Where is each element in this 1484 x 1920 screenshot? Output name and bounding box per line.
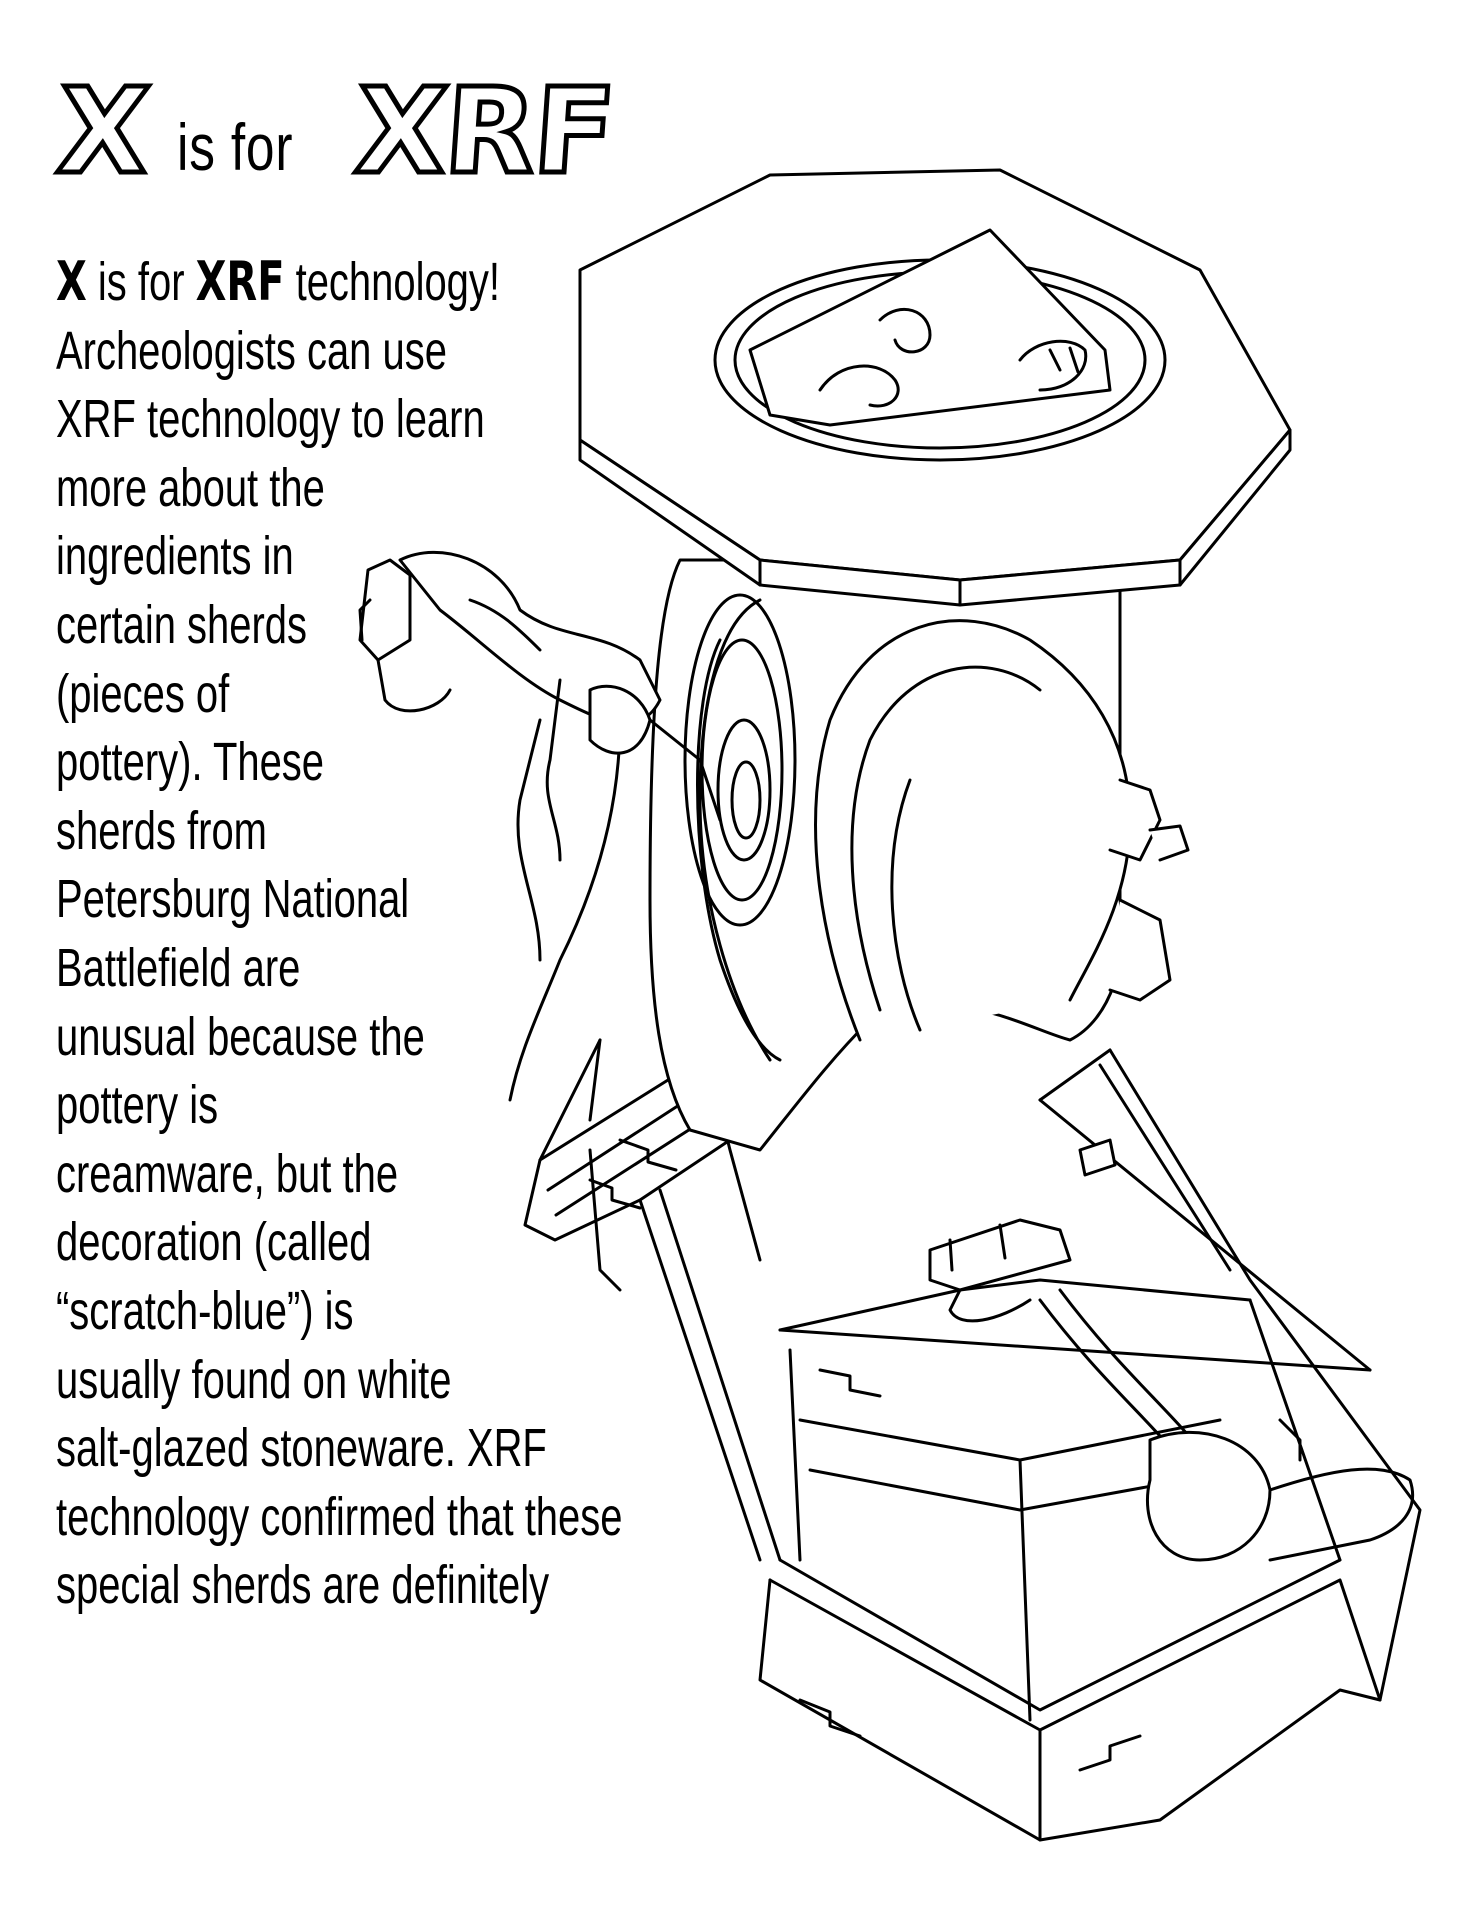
description-line: Archeologists can use [56, 320, 447, 381]
description-line: special sherds are definitely [56, 1555, 550, 1616]
lead-rest: technology! [284, 252, 500, 312]
description-line: (pieces of [56, 663, 230, 724]
description-lead-line: X is for XRF technology! [56, 248, 500, 317]
description-line: pottery). These [56, 732, 325, 793]
lead-letter: X [56, 250, 87, 313]
title-connector: is for [176, 110, 294, 184]
lead-word: XRF [195, 250, 285, 313]
description-line: pottery is [56, 1075, 219, 1136]
description-line: Battlefield are [56, 937, 301, 998]
page-title: X is for XRF [51, 60, 620, 203]
description-line: Petersburg National [56, 869, 410, 930]
lead-connector: is for [86, 252, 196, 312]
description-line: “scratch-blue”) is [56, 1280, 354, 1341]
description-line: certain sherds [56, 594, 307, 655]
description-line: salt-glazed stoneware. XRF [56, 1418, 547, 1479]
stand-frame-icon [523, 1038, 1422, 1842]
analyzer-body-icon [648, 558, 1190, 1152]
description-line: sherds from [56, 800, 267, 861]
description-line: decoration (called [56, 1212, 372, 1273]
description-line: usually found on white [56, 1349, 452, 1410]
description-line: creamware, but the [56, 1143, 399, 1204]
connector-icon [928, 1138, 1117, 1323]
cable-hose-icon [358, 550, 1415, 1562]
description-line: ingredients in [56, 526, 294, 587]
description-line: unusual because the [56, 1006, 425, 1067]
description-line: XRF technology to learn [56, 389, 485, 450]
description-text: X is for XRF technology! Archeologists c… [56, 248, 622, 1620]
description-line: more about the [56, 457, 325, 518]
sample-plate-icon [578, 168, 1292, 607]
